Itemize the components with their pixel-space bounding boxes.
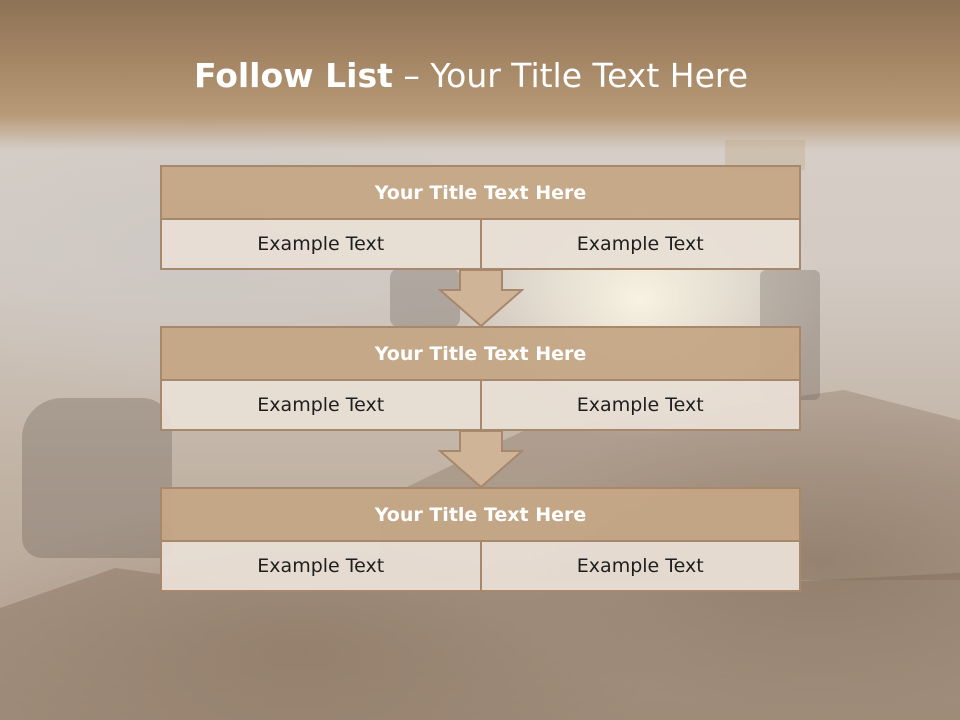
list-block-left-text: Example Text [257,394,385,416]
slide-title: Follow List – Your Title Text Here [0,56,942,95]
list-block-2: Your Title Text Here Example Text Exampl… [160,326,801,431]
slide-title-bold: Follow List [193,56,393,95]
down-arrow-icon [438,270,524,328]
list-block-row: Example Text Example Text [160,220,801,270]
list-block-row: Example Text Example Text [160,542,801,592]
slide-title-rest: – Your Title Text Here [392,56,749,95]
list-block-title: Your Title Text Here [160,165,801,220]
list-block-right-text: Example Text [479,220,800,268]
list-block-title: Your Title Text Here [160,487,801,542]
list-block-title: Your Title Text Here [160,326,801,381]
list-block-1: Your Title Text Here Example Text Exampl… [160,165,801,270]
list-block-left-text: Example Text [257,233,385,255]
list-block-left-text: Example Text [257,555,385,577]
header-band [0,0,960,150]
list-block-3: Your Title Text Here Example Text Exampl… [160,487,801,592]
list-block-right-text: Example Text [479,542,800,590]
down-arrow-icon [438,431,524,489]
list-block-right-text: Example Text [479,381,800,429]
list-block-row: Example Text Example Text [160,381,801,431]
background-figure-chair [22,398,172,558]
